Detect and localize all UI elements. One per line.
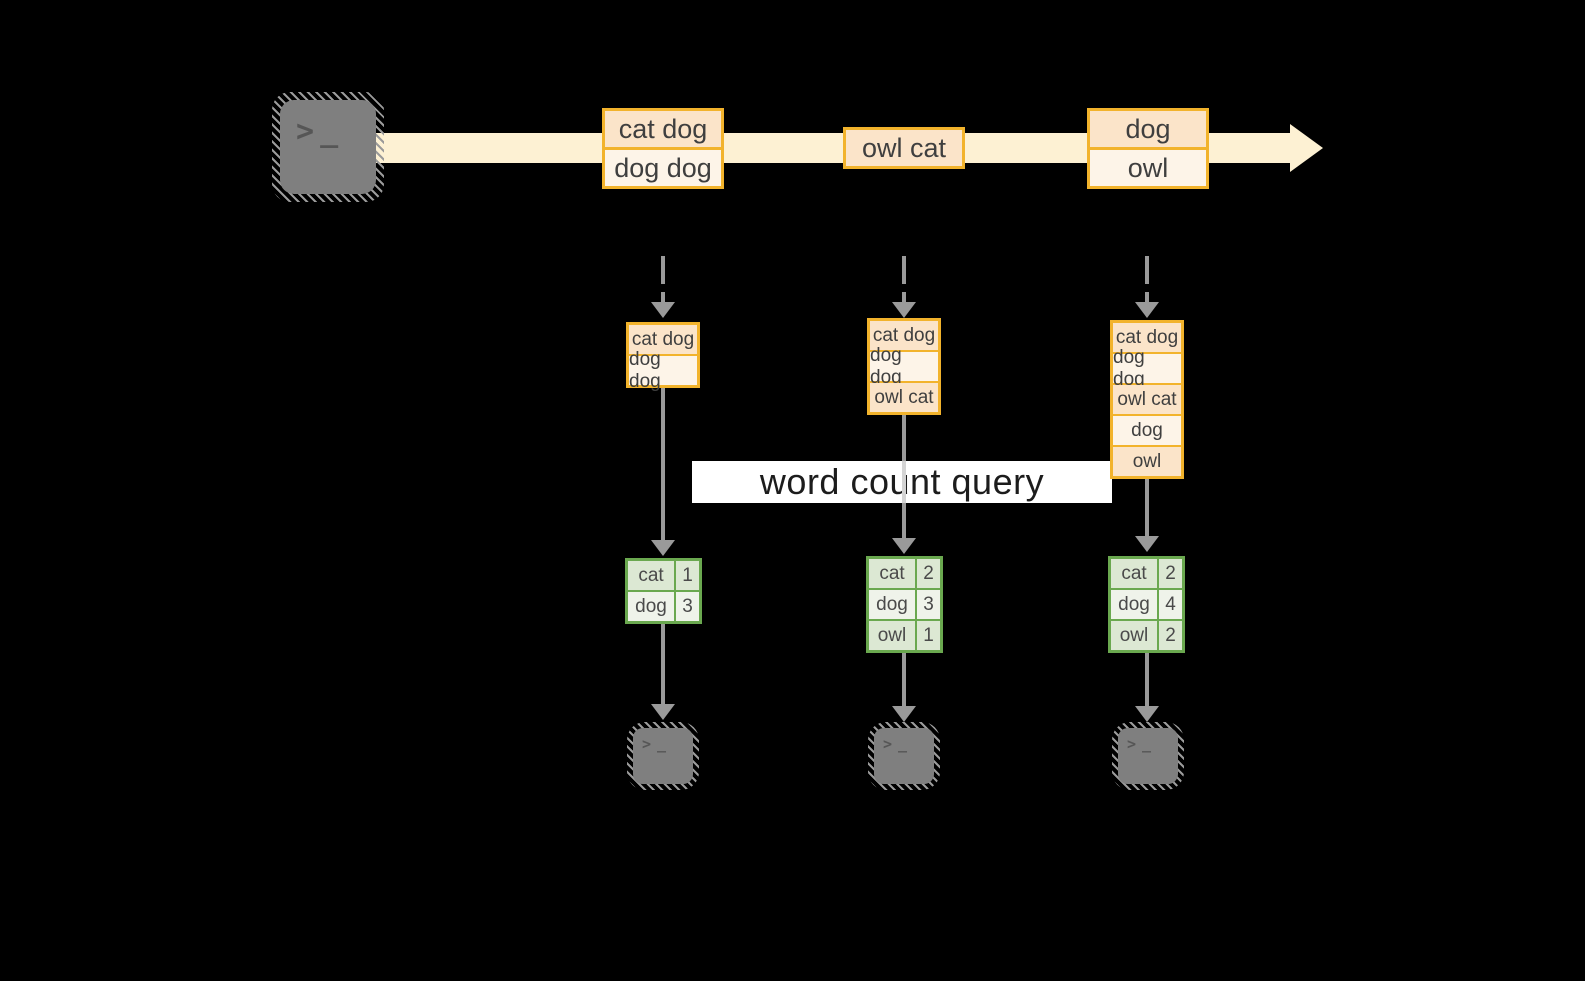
terminal-chevron-glyph: > — [642, 735, 652, 753]
flow-arrow — [651, 624, 675, 720]
terminal-chevron-glyph: > — [296, 114, 315, 149]
word-cell: cat — [869, 559, 915, 588]
word-cell: dog — [1111, 590, 1157, 619]
flow-arrow — [1135, 479, 1159, 552]
state-item-cell: dog dog — [870, 345, 938, 388]
terminal-prompt-icon: > _ — [633, 728, 693, 784]
stream-batch-3: dog owl — [1087, 108, 1209, 189]
result-table-3: cat 2 dog 4 owl 2 — [1108, 556, 1185, 653]
table-row: dog 4 — [1111, 590, 1182, 619]
stream-item-cell: dog — [1090, 111, 1206, 147]
stream-arrowhead-icon — [1290, 124, 1323, 172]
count-cell: 1 — [917, 621, 940, 650]
result-table-1: cat 1 dog 3 — [625, 558, 702, 624]
terminal-prompt-icon: > _ — [874, 728, 934, 784]
result-table-2: cat 2 dog 3 owl 1 — [866, 556, 943, 653]
stream-item-cell: owl cat — [846, 130, 962, 166]
sink-terminal-icon: > _ — [1112, 722, 1184, 790]
terminal-cursor-glyph: _ — [1142, 735, 1152, 753]
state-item-cell: dog dog — [629, 349, 697, 392]
state-item-cell: cat dog — [1113, 323, 1181, 352]
trigger-dashed-arrow — [651, 256, 675, 318]
terminal-prompt-icon: > _ — [280, 100, 376, 194]
sink-terminal-icon: > _ — [868, 722, 940, 790]
state-item-cell: owl cat — [870, 383, 938, 412]
word-cell: owl — [1111, 621, 1157, 650]
state-item-cell: dog — [1113, 416, 1181, 445]
state-item-cell: owl cat — [1113, 385, 1181, 414]
state-buffer-3: cat dog dog dog owl cat dog owl — [1110, 320, 1184, 479]
table-row: cat 2 — [1111, 559, 1182, 588]
sink-terminal-icon: > _ — [627, 722, 699, 790]
table-row: dog 3 — [628, 592, 699, 621]
state-buffer-2: cat dog dog dog owl cat — [867, 318, 941, 415]
count-cell: 1 — [676, 561, 699, 590]
stream-item-cell: dog dog — [605, 150, 721, 186]
terminal-cursor-glyph: _ — [657, 735, 667, 753]
word-cell: dog — [628, 592, 674, 621]
table-row: owl 2 — [1111, 621, 1182, 650]
table-row: owl 1 — [869, 621, 940, 650]
count-cell: 3 — [917, 590, 940, 619]
terminal-chevron-glyph: > — [1127, 735, 1137, 753]
count-cell: 2 — [1159, 559, 1182, 588]
flow-arrow — [892, 653, 916, 722]
flow-arrow — [1135, 653, 1159, 722]
stream-item-cell: cat dog — [605, 111, 721, 147]
table-row: cat 2 — [869, 559, 940, 588]
state-item-cell: cat dog — [629, 325, 697, 354]
word-count-query-label: word count query — [759, 461, 1045, 502]
count-cell: 3 — [676, 592, 699, 621]
word-cell: cat — [1111, 559, 1157, 588]
stream-item-cell: owl — [1090, 150, 1206, 186]
table-row: dog 3 — [869, 590, 940, 619]
terminal-prompt-icon: > _ — [1118, 728, 1178, 784]
count-cell: 4 — [1159, 590, 1182, 619]
trigger-dashed-arrow — [1135, 256, 1159, 318]
state-buffer-1: cat dog dog dog — [626, 322, 700, 392]
terminal-cursor-glyph: _ — [320, 114, 339, 149]
trigger-dashed-arrow — [892, 256, 916, 318]
stream-batch-2: owl cat — [843, 127, 965, 169]
word-cell: dog — [869, 590, 915, 619]
source-terminal-icon: > _ — [272, 92, 384, 202]
flow-arrow — [651, 388, 675, 556]
terminal-chevron-glyph: > — [883, 735, 893, 753]
word-cell: owl — [869, 621, 915, 650]
state-item-cell: dog dog — [1113, 347, 1181, 390]
table-row: cat 1 — [628, 561, 699, 590]
count-cell: 2 — [1159, 621, 1182, 650]
flow-arrow-through-query-box — [902, 461, 906, 503]
state-item-cell: owl — [1113, 447, 1181, 476]
count-cell: 2 — [917, 559, 940, 588]
stream-batch-1: cat dog dog dog — [602, 108, 724, 189]
terminal-cursor-glyph: _ — [898, 735, 908, 753]
state-item-cell: cat dog — [870, 321, 938, 350]
word-cell: cat — [628, 561, 674, 590]
